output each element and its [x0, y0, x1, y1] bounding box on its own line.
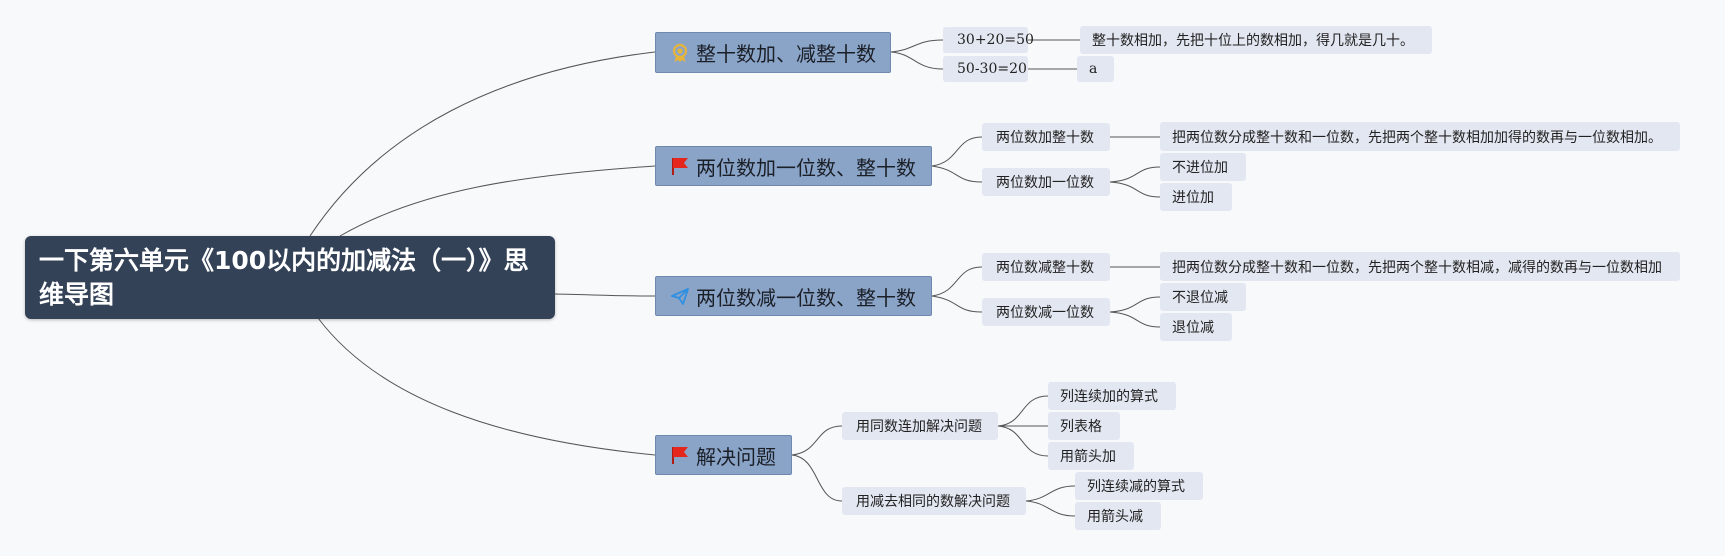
topic-4-sub-1-leaf-2[interactable]: 列表格: [1048, 412, 1120, 440]
topic-4-sub-2-leaf-1[interactable]: 列连续减的算式: [1075, 472, 1203, 500]
topic-4-sub-1-label: 用同数连加解决问题: [856, 419, 982, 435]
root-title: 一下第六单元《100以内的加减法（一）》思维导图: [39, 245, 529, 309]
topic-3-sub-2-label: 两位数减一位数: [996, 305, 1094, 321]
topic-4-sub-1[interactable]: 用同数连加解决问题: [842, 412, 998, 440]
topic-1-sub-2-leaf-1[interactable]: a: [1077, 56, 1114, 82]
topic-4-sub-2-leaf-2[interactable]: 用箭头减: [1075, 502, 1161, 530]
topic-3-sub-1-leaf-1[interactable]: 把两位数分成整十数和一位数，先把两个整十数相减，减得的数再与一位数相加: [1160, 252, 1680, 281]
red-flag-icon: [670, 156, 690, 176]
topic-4-sub-1-leaf-3[interactable]: 用箭头加: [1048, 442, 1134, 470]
topic-4-sub-2-leaf-1-label: 列连续减的算式: [1087, 479, 1185, 495]
topic-2-sub-2-leaf-2-label: 进位加: [1172, 190, 1214, 206]
topic-3-sub-1-label: 两位数减整十数: [996, 260, 1094, 276]
topic-1-sub-2[interactable]: 50-30=20: [943, 56, 1028, 82]
topic-3-sub-1[interactable]: 两位数减整十数: [982, 253, 1110, 281]
topic-4-sub-1-leaf-1[interactable]: 列连续加的算式: [1048, 382, 1176, 410]
topic-4-sub-2-label: 用减去相同的数解决问题: [856, 494, 1010, 510]
topic-2-sub-1-leaf-1[interactable]: 把两位数分成整十数和一位数，先把两个整十数相加加得的数再与一位数相加。: [1160, 122, 1680, 151]
topic-4-label: 解决问题: [696, 444, 776, 469]
topic-2-sub-1-label: 两位数加整十数: [996, 130, 1094, 146]
topic-2-sub-2-leaf-1[interactable]: 不进位加: [1160, 153, 1246, 181]
topic-1[interactable]: 整十数加、减整十数: [655, 32, 891, 73]
topic-1-sub-1-leaf-1[interactable]: 整十数相加，先把十位上的数相加，得几就是几十。: [1080, 26, 1432, 54]
root-topic[interactable]: 一下第六单元《100以内的加减法（一）》思维导图: [25, 236, 555, 319]
topic-2-label: 两位数加一位数、整十数: [696, 155, 916, 180]
topic-2[interactable]: 两位数加一位数、整十数: [655, 146, 932, 186]
topic-3-sub-2[interactable]: 两位数减一位数: [982, 298, 1110, 326]
paper-plane-icon: [670, 286, 690, 306]
topic-2-sub-2-leaf-2[interactable]: 进位加: [1160, 183, 1232, 211]
topic-1-sub-1[interactable]: 30+20=50: [943, 27, 1034, 53]
topic-4-sub-2[interactable]: 用减去相同的数解决问题: [842, 487, 1026, 515]
award-icon: [670, 43, 690, 63]
topic-4-sub-1-leaf-3-label: 用箭头加: [1060, 449, 1116, 465]
topic-4-sub-1-leaf-2-label: 列表格: [1060, 419, 1102, 435]
topic-3-sub-1-leaf-1-label: 把两位数分成整十数和一位数，先把两个整十数相减，减得的数再与一位数相加: [1172, 259, 1662, 276]
topic-2-sub-2-leaf-1-label: 不进位加: [1172, 160, 1228, 176]
topic-1-sub-1-label: 30+20=50: [957, 32, 1034, 48]
topic-1-label: 整十数加、减整十数: [696, 42, 876, 66]
topic-4[interactable]: 解决问题: [655, 435, 792, 475]
topic-2-sub-1[interactable]: 两位数加整十数: [982, 123, 1110, 151]
topic-1-sub-1-leaf-1-label: 整十数相加，先把十位上的数相加，得几就是几十。: [1092, 33, 1414, 49]
red-flag-icon: [670, 445, 690, 465]
topic-4-sub-2-leaf-2-label: 用箭头减: [1087, 509, 1143, 525]
topic-2-sub-2[interactable]: 两位数加一位数: [982, 168, 1110, 196]
topic-3-label: 两位数减一位数、整十数: [696, 285, 916, 310]
topic-3-sub-2-leaf-2-label: 退位减: [1172, 320, 1214, 336]
topic-2-sub-1-leaf-1-label: 把两位数分成整十数和一位数，先把两个整十数相加加得的数再与一位数相加。: [1172, 129, 1662, 146]
topic-1-sub-2-leaf-1-label: a: [1089, 61, 1098, 77]
topic-3-sub-2-leaf-1[interactable]: 不退位减: [1160, 283, 1246, 311]
topic-4-sub-1-leaf-1-label: 列连续加的算式: [1060, 389, 1158, 405]
topic-3[interactable]: 两位数减一位数、整十数: [655, 276, 932, 316]
topic-1-sub-2-label: 50-30=20: [957, 61, 1027, 77]
topic-2-sub-2-label: 两位数加一位数: [996, 175, 1094, 191]
topic-3-sub-2-leaf-2[interactable]: 退位减: [1160, 313, 1232, 341]
topic-3-sub-2-leaf-1-label: 不退位减: [1172, 290, 1228, 306]
